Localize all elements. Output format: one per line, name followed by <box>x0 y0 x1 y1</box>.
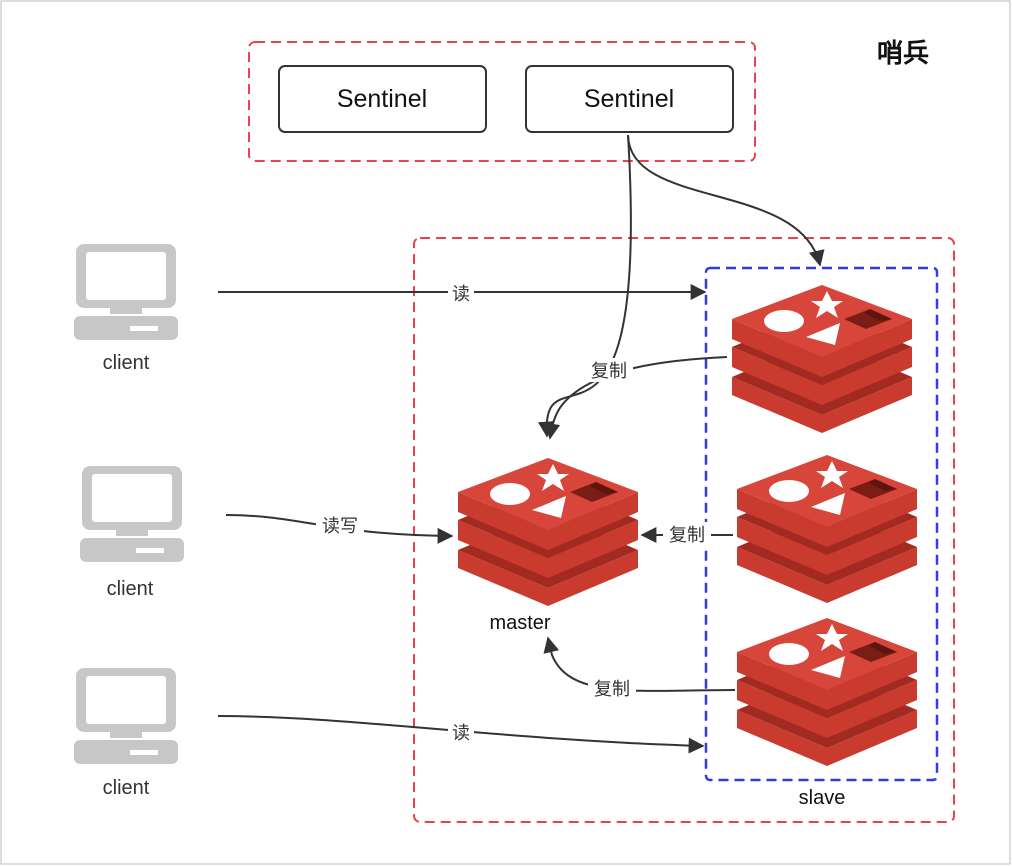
computer-icon <box>74 244 178 340</box>
sentinel-node-2[interactable]: Sentinel <box>525 65 734 133</box>
master-label: master <box>489 612 550 634</box>
slave-label: slave <box>799 787 846 809</box>
client-label: client <box>103 777 150 799</box>
edge-label-replicate-middle: 复制 <box>669 525 705 546</box>
redis-icon <box>458 458 638 606</box>
computer-icon <box>80 466 184 562</box>
edge-label-bg <box>448 720 474 744</box>
edge-label-replicate-bottom: 复制 <box>594 679 630 700</box>
sentinel-label: Sentinel <box>337 85 427 113</box>
client-label: client <box>103 352 150 374</box>
edge-label-replicate-top: 复制 <box>591 361 627 382</box>
slave-node-2[interactable] <box>737 455 917 603</box>
edge-label-bg <box>585 358 633 382</box>
redis-icon <box>732 285 912 433</box>
slave-node-3[interactable] <box>737 618 917 766</box>
client-read-edge-bottom <box>217 715 705 754</box>
edge-label-read-write: 读写 <box>322 516 358 537</box>
master-node[interactable]: master <box>458 458 638 634</box>
slave-node-1[interactable] <box>732 285 912 433</box>
client-2[interactable]: client <box>80 466 184 600</box>
redis-icon <box>737 618 917 766</box>
client-3[interactable]: client <box>74 668 178 799</box>
redis-icon <box>737 455 917 603</box>
client-label: client <box>107 578 154 600</box>
edge-label-bg <box>663 522 711 546</box>
edge-label-bg <box>316 513 364 537</box>
sentinel-to-slave-edge <box>627 134 825 267</box>
replicate-edge-top <box>544 356 728 440</box>
edge-label-bg <box>588 676 636 700</box>
edge-label-bg <box>448 280 474 304</box>
redis-cluster-border <box>413 237 955 823</box>
edge-label-read-top: 读 <box>452 284 470 305</box>
diagram-title: 哨兵 <box>877 39 929 69</box>
client-1[interactable]: client <box>74 244 178 374</box>
edge-label-read-bottom: 读 <box>452 723 470 744</box>
computer-icon <box>74 668 178 764</box>
sentinel-label: Sentinel <box>584 85 674 113</box>
sentinel-to-master-edge <box>537 134 632 438</box>
sentinel-group-border <box>248 41 756 162</box>
sentinel-node-1[interactable]: Sentinel <box>278 65 487 133</box>
sentinel-group: Sentinel Sentinel <box>248 41 756 162</box>
